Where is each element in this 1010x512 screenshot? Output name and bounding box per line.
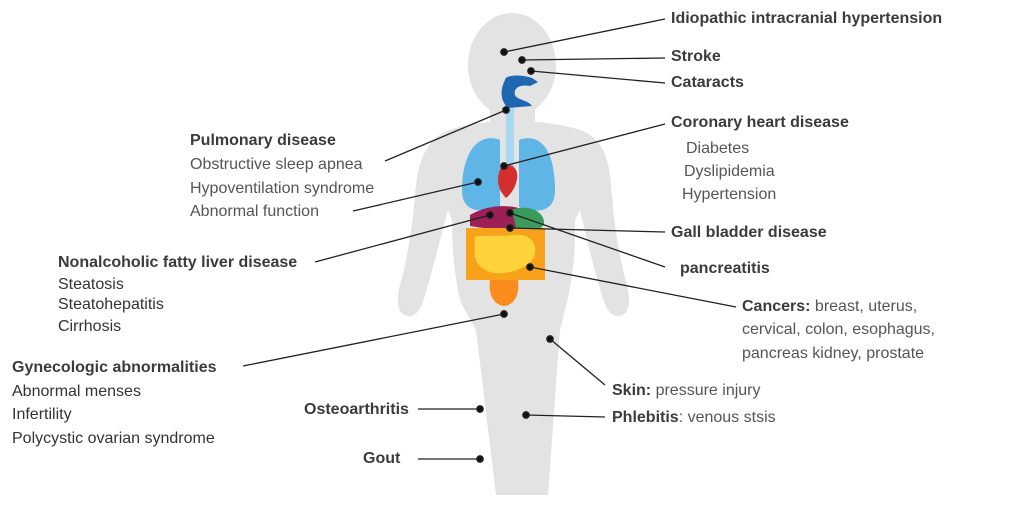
label-steatohepatitis: Steatohepatitis [58, 296, 164, 313]
label-abnormal-menses: Abnormal menses [12, 383, 141, 400]
airway [501, 75, 538, 108]
label-gout: Gout [363, 450, 401, 467]
label-cancers-list2: cervical, colon, esophagus, [742, 321, 935, 338]
connectors [242, 18, 737, 463]
label-idiopathic: Idiopathic intracranial hypertension [671, 10, 943, 27]
label-gall-bladder: Gall bladder disease [671, 224, 827, 241]
label-coronary: Coronary heart disease [671, 114, 849, 131]
label-cancers-title: Cancers: [742, 298, 811, 315]
label-steatosis: Steatosis [58, 276, 124, 293]
label-sleep-apnea: Obstructive sleep apnea [190, 156, 363, 173]
label-pancreatitis: pancreatitis [680, 260, 770, 277]
label-diabetes: Diabetes [686, 140, 750, 157]
label-pulmonary: Pulmonary disease [190, 132, 336, 149]
body-silhouette [397, 13, 630, 495]
label-hypertension: Hypertension [682, 186, 777, 203]
label-dyslipidemia: Dyslipidemia [684, 163, 775, 180]
heart [498, 164, 518, 198]
label-cirrhosis: Cirrhosis [58, 318, 122, 335]
label-skin-title: Skin: [612, 382, 652, 399]
label-skin-text: pressure injury [651, 382, 761, 399]
label-cancers: Cancers: breast, uterus, [742, 296, 917, 318]
label-nafld: Nonalcoholic fatty liver disease [58, 254, 298, 271]
label-phlebitis-text: : venous stsis [678, 409, 776, 426]
bladder [489, 280, 519, 306]
label-cataracts: Cataracts [671, 74, 744, 91]
label-cancers-list3: pancreas kidney, prostate [742, 345, 925, 362]
label-phlebitis-title: Phlebitis [612, 409, 679, 426]
label-skin: Skin: pressure injury [612, 380, 761, 402]
label-abnormal-function: Abnormal function [190, 203, 319, 220]
label-cancers-list1: breast, uterus, [810, 298, 918, 315]
label-pcos: Polycystic ovarian syndrome [12, 430, 215, 447]
label-hypoventilation: Hypoventilation syndrome [190, 180, 375, 197]
label-stroke: Stroke [671, 48, 721, 65]
label-gyneco: Gynecologic abnormalities [12, 359, 217, 376]
label-infertility: Infertility [12, 406, 72, 423]
small-intestine [473, 233, 537, 275]
right-lung [519, 138, 555, 211]
label-osteoarthritis: Osteoarthritis [304, 401, 409, 418]
trachea [506, 108, 514, 168]
left-lung [462, 138, 500, 211]
label-phlebitis: Phlebitis: venous stsis [612, 407, 776, 429]
